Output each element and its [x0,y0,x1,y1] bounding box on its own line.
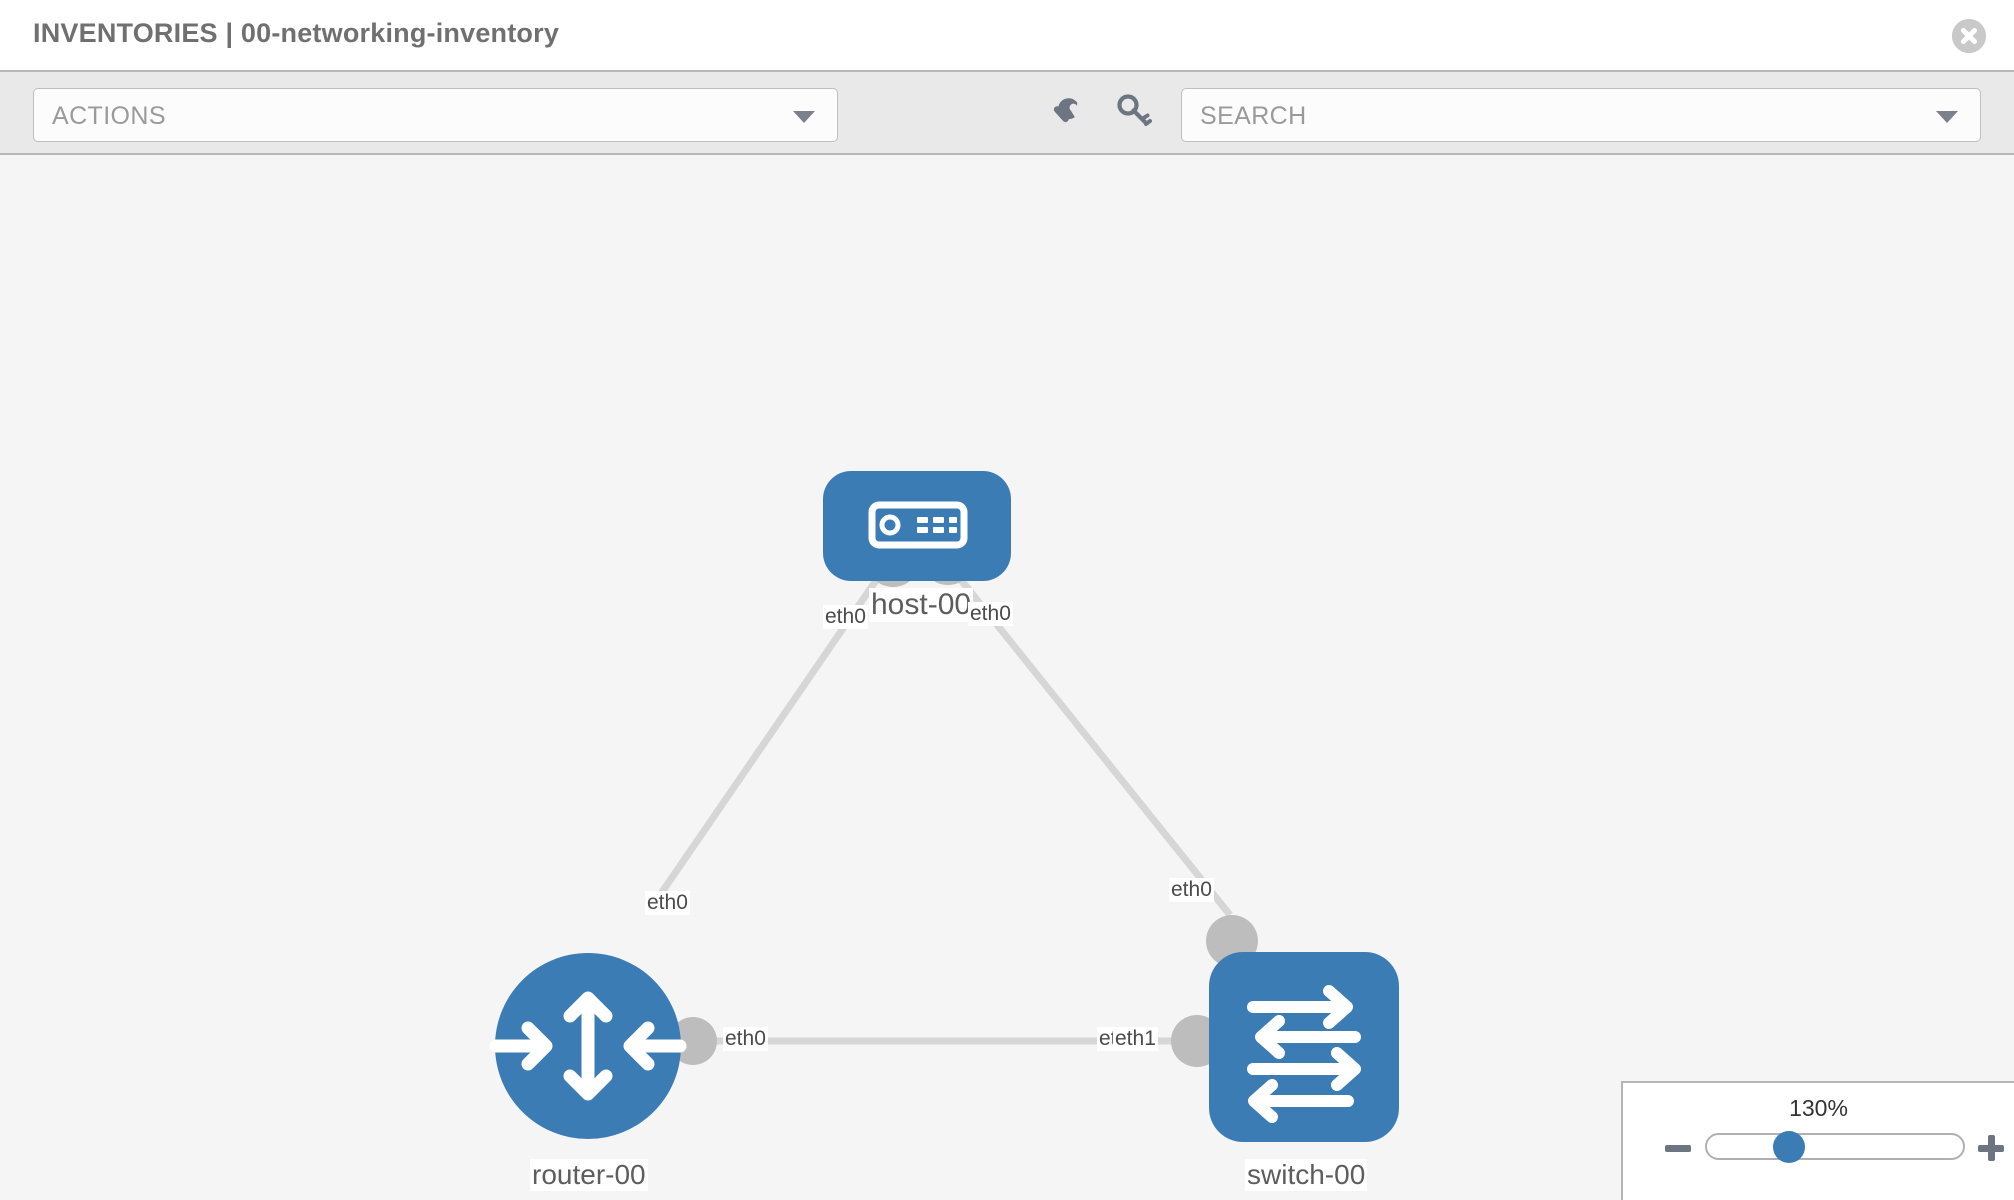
iface-label: eth0 [723,1027,768,1051]
node-label-router-00: router-00 [530,1159,648,1191]
iface-label: eth0 [1169,878,1214,902]
iface-label: eth0 [968,602,1013,626]
minus-icon[interactable] [1665,1145,1691,1152]
search-input[interactable]: SEARCH [1181,88,1981,142]
zoom-percent-label: 130% [1789,1095,1848,1121]
node-router-00[interactable] [489,953,687,1139]
router-arrows-icon [489,991,687,1101]
actions-dropdown-label: ACTIONS [52,102,166,130]
close-icon[interactable] [1952,19,1986,53]
chevron-down-icon[interactable] [1936,111,1958,123]
iface-label: eth1 [1113,1027,1158,1051]
node-label-host-00: host-00 [869,588,974,622]
page-title: INVENTORIES | 00-networking-inventory [33,18,560,48]
server-appliance-icon [868,501,968,549]
toolbar: ACTIONS SEARCH [0,72,2014,155]
iface-label: eth0 [823,605,868,629]
iface-label: eth0 [645,891,690,915]
iface-dot-router-right [669,1017,717,1065]
node-host-00[interactable] [823,471,1011,581]
key-icon[interactable] [1113,90,1155,132]
zoom-control-panel: 130% [1621,1081,2014,1200]
plus-icon[interactable] [1978,1135,2004,1161]
chevron-down-icon [793,111,815,123]
topology-graph [489,471,1399,1142]
page-header: INVENTORIES | 00-networking-inventory [0,0,2014,72]
wrench-icon[interactable] [1045,90,1087,132]
zoom-slider-track[interactable] [1705,1133,1965,1160]
topology-canvas[interactable]: host-00 router-00 switch-00 eth0 eth0 et… [0,155,2014,1200]
search-placeholder: SEARCH [1200,102,1307,130]
switch-arrows-icon [1247,985,1361,1123]
zoom-slider-thumb[interactable] [1773,1131,1805,1163]
actions-dropdown[interactable]: ACTIONS [33,88,838,142]
node-switch-00[interactable] [1209,952,1399,1142]
node-label-switch-00: switch-00 [1245,1159,1368,1191]
